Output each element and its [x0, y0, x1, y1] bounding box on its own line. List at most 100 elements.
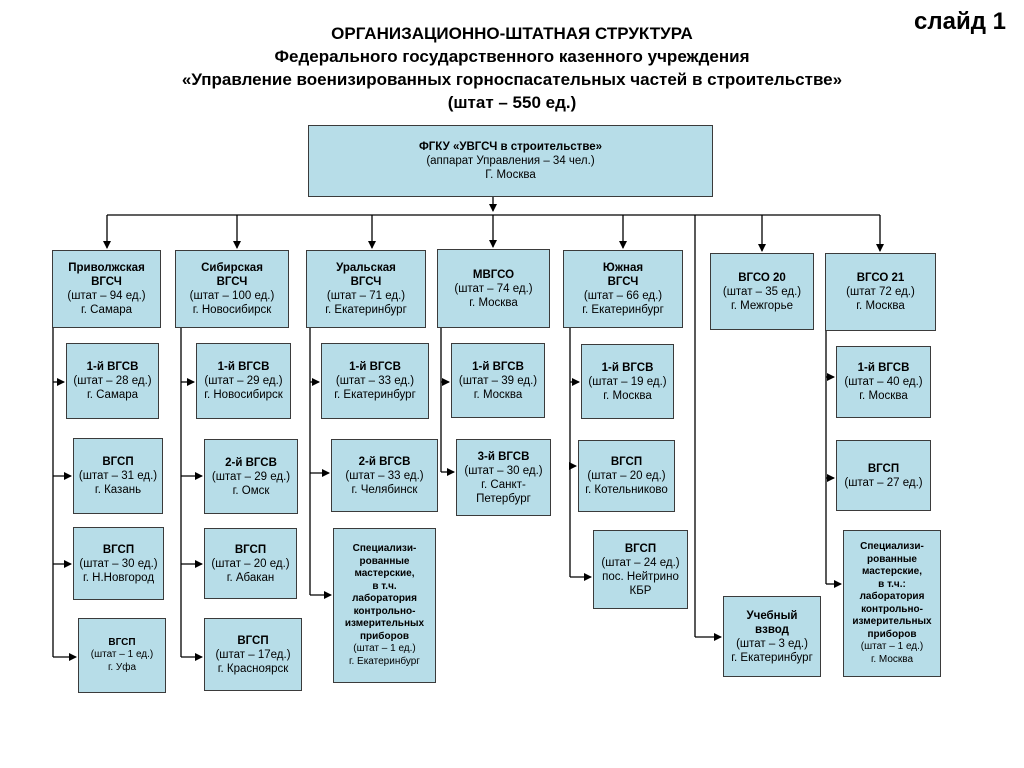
subunit-name: 1-й ВГСВ — [86, 361, 139, 373]
subunit-staff: (штат – 28 ед.) — [73, 375, 152, 387]
subunit-location: г. Новосибирск — [204, 389, 283, 401]
subunit-box: ВГСП (штат – 31 ед.) г. Казань — [73, 438, 163, 514]
root-line-2: Г. Москва — [485, 169, 536, 181]
unit-name: Южная ВГСЧ — [602, 262, 644, 288]
subunit-box: 1-й ВГСВ (штат – 39 ед.) г. Москва — [451, 343, 545, 418]
subunit-box: 2-й ВГСВ (штат – 29 ед.) г. Омск — [204, 439, 298, 514]
subunit-location: г. Екатеринбург — [349, 655, 420, 667]
subunit-location: г. Самара — [86, 389, 139, 401]
subunit-box: ВГСП (штат – 27 ед.) — [836, 440, 931, 511]
title-line-1: ОРГАНИЗАЦИОННО-ШТАТНАЯ СТРУКТУРА — [331, 24, 693, 43]
subunit-location: г. Москва — [603, 389, 652, 402]
subunit-location: г. Омск — [232, 484, 270, 497]
unit-name: МВГСО — [472, 268, 515, 281]
unit-name: ВГСО 21 — [856, 272, 905, 284]
unit-staff: (штат – 71 ед.) — [326, 290, 406, 302]
subunit-box: ВГСП (штат – 20 ед.) г. Абакан — [204, 528, 297, 599]
unit-box-vgso-21: ВГСО 21 (штат 72 ед.) г. Москва — [825, 253, 936, 331]
subunit-box: ВГСП (штат – 17ед.) г. Красноярск — [204, 618, 302, 691]
unit-location: г. Екатеринбург — [325, 304, 407, 316]
subunit-box: 2-й ВГСВ (штат – 33 ед.) г. Челябинск — [331, 439, 438, 512]
subunit-box: ВГСП (штат – 20 ед.) г. Котельниково — [578, 440, 675, 512]
subunit-staff: (штат – 1 ед.) — [860, 641, 924, 652]
unit-name: ВГСО 20 — [738, 271, 786, 284]
unit-name: Приволжская ВГСЧ — [68, 262, 145, 288]
slide-label: слайд 1 — [914, 8, 1006, 35]
unit-staff: (штат – 100 ед.) — [189, 290, 275, 302]
unit-box-vgso-20: ВГСО 20 (штат – 35 ед.) г. Межгорье — [710, 253, 814, 330]
subunit-box: 1-й ВГСВ (штат – 40 ед.) г. Москва — [836, 346, 931, 418]
subunit-staff: (штат – 30 ед.) — [79, 557, 158, 570]
subunit-name: ВГСП — [234, 543, 267, 556]
unit-location: г. Новосибирск — [192, 304, 272, 316]
training-platoon-name: Учебный взвод — [746, 609, 798, 636]
subunit-name: 1-й ВГСВ — [601, 361, 654, 374]
subunit-location: г. Уфа — [107, 661, 137, 673]
training-platoon-box: Учебный взвод (штат – 3 ед.) г. Екатерин… — [723, 596, 821, 677]
subunit-staff: (штат – 17ед.) — [215, 648, 291, 661]
subunit-location: г. Абакан — [226, 571, 275, 584]
subunit-name: 1-й ВГСВ — [857, 362, 910, 374]
unit-box-mvgso: МВГСО (штат – 74 ед.) г. Москва — [437, 249, 550, 328]
subunit-staff: (штат – 29 ед.) — [204, 375, 283, 387]
unit-location: г. Самара — [80, 304, 133, 316]
title-line-4: (штат – 550 ед.) — [447, 93, 577, 112]
subunit-name: 2-й ВГСВ — [358, 455, 411, 468]
subunit-staff: (штат – 29 ед.) — [211, 470, 291, 483]
unit-box-yuzhnaya: Южная ВГСЧ (штат – 66 ед.) г. Екатеринбу… — [563, 250, 683, 328]
subunit-staff: (штат – 1 ед.) — [353, 643, 416, 654]
subunit-staff: (штат – 40 ед.) — [844, 376, 923, 388]
subunit-box: ВГСП (штат – 30 ед.) г. Н.Новгород — [73, 527, 164, 600]
subunit-location: г. Екатеринбург — [334, 389, 416, 401]
unit-name: Сибирская ВГСЧ — [201, 262, 263, 288]
subunit-name: Специализи- рованные мастерские, в т.ч. … — [344, 543, 425, 642]
subunit-location: г. Москва — [473, 388, 523, 401]
subunit-name: ВГСП — [867, 462, 900, 475]
page-title: ОРГАНИЗАЦИОННО-ШТАТНАЯ СТРУКТУРА Федерал… — [0, 22, 1024, 114]
root-name: ФГКУ «УВГСЧ в строительстве» — [418, 141, 603, 153]
subunit-location: г. Москва — [870, 653, 914, 665]
subunit-staff: (штат – 20 ед.) — [587, 470, 666, 482]
subunit-location: г. Красноярск — [217, 662, 289, 675]
subunit-location: г. Котельниково — [585, 484, 668, 496]
subunit-location: г. Санкт- Петербург — [476, 478, 531, 505]
subunit-staff: (штат – 1 ед.) — [90, 649, 154, 661]
subunit-box: ВГСП (штат – 1 ед.) г. Уфа — [78, 618, 166, 693]
subunit-location: г. Н.Новгород — [82, 571, 155, 584]
subunit-name: 1-й ВГСВ — [472, 360, 524, 373]
subunit-name: ВГСП — [102, 456, 134, 468]
subunit-box: 3-й ВГСВ (штат – 30 ед.) г. Санкт- Петер… — [456, 439, 551, 516]
subunit-location: г. Москва — [859, 390, 908, 402]
subunit-staff: (штат – 19 ед.) — [588, 375, 667, 388]
subunit-staff: (штат – 31 ед.) — [78, 470, 158, 482]
subunit-name: ВГСП — [624, 542, 657, 555]
subunit-staff: (штат – 39 ед.) — [458, 374, 538, 387]
subunit-box: ВГСП (штат – 24 ед.) пос. Нейтрино КБР — [593, 530, 688, 609]
subunit-staff: (штат – 20 ед.) — [211, 557, 290, 570]
unit-name: Уральская ВГСЧ — [336, 262, 396, 288]
unit-box-sibirskaya: Сибирская ВГСЧ (штат – 100 ед.) г. Новос… — [175, 250, 289, 328]
subunit-name: Специализи- рованные мастерские, в т.ч.:… — [852, 541, 932, 640]
unit-staff: (штат – 94 ед.) — [67, 290, 146, 302]
root-line-1: (аппарат Управления – 34 чел.) — [426, 155, 595, 167]
unit-location: г. Москва — [469, 296, 518, 309]
training-platoon-staff: (штат – 3 ед.) — [736, 637, 808, 650]
subunit-box-workshops: Специализи- рованные мастерские, в т.ч. … — [333, 528, 436, 683]
subunit-name: 2-й ВГСВ — [225, 456, 277, 469]
subunit-location: пос. Нейтрино КБР — [602, 570, 679, 597]
subunit-staff: (штат – 33 ед.) — [335, 375, 415, 387]
subunit-location: г. Казань — [94, 484, 142, 496]
unit-box-uralskaya: Уральская ВГСЧ (штат – 71 ед.) г. Екатер… — [306, 250, 426, 328]
subunit-box: 1-й ВГСВ (штат – 28 ед.) г. Самара — [66, 343, 159, 419]
training-platoon-location: г. Екатеринбург — [731, 651, 813, 664]
unit-location: г. Екатеринбург — [582, 304, 664, 316]
subunit-staff: (штат – 27 ед.) — [844, 476, 923, 489]
subunit-name: ВГСП — [610, 456, 643, 468]
subunit-staff: (штат – 24 ед.) — [601, 556, 680, 569]
unit-staff: (штат – 35 ед.) — [722, 285, 802, 298]
unit-staff: (штат 72 ед.) — [846, 286, 915, 298]
subunit-name: ВГСП — [102, 543, 135, 556]
subunit-staff: (штат – 33 ед.) — [345, 469, 424, 482]
unit-location: г. Москва — [856, 300, 905, 312]
